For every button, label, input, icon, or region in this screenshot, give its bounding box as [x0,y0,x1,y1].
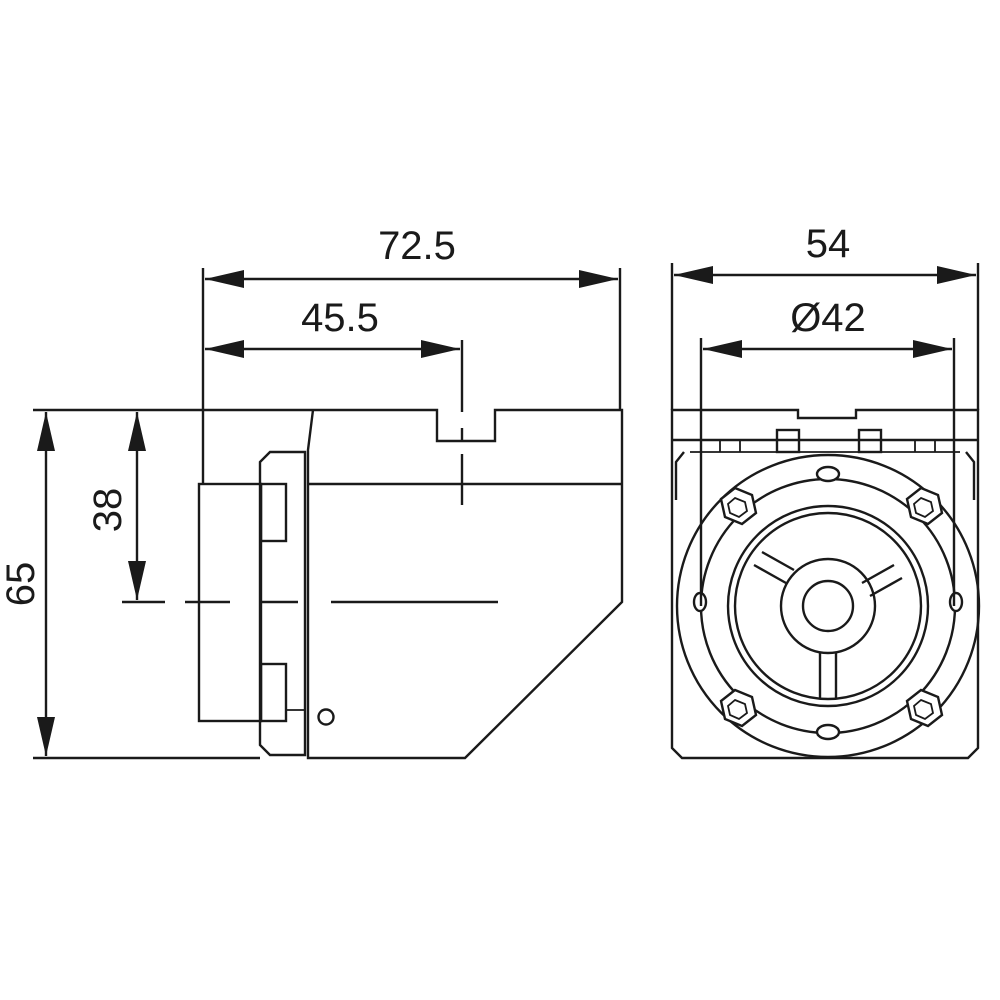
side-view-slot-upper [259,482,288,543]
front-view-outer-ring [675,453,981,759]
dim-label-54: 54 [806,222,851,266]
dim-label-72-5: 72.5 [378,224,456,268]
front-view-bolts [692,465,964,741]
front-view [670,408,981,760]
front-view-disc-inner [733,511,923,701]
dim-label-65: 65 [0,562,43,607]
front-view-hub [779,557,877,655]
front-view-bore [801,579,855,633]
front-view-dimensions: 54 Ø42 [670,222,980,606]
side-view [122,340,624,760]
dim-label-45-5: 45.5 [301,296,379,340]
side-view-small-hole [317,708,335,726]
front-view-disc [726,504,930,708]
dim-label-38: 38 [86,488,130,533]
front-view-tab-right [857,428,883,454]
front-view-tab-left [775,428,801,454]
dim-label-diameter-42: Ø42 [790,296,866,340]
front-view-spokes [753,550,903,698]
side-view-body-outline [203,408,624,760]
side-view-dimensions: 72.5 45.5 65 38 [0,224,622,760]
side-view-slot-lower [259,662,288,723]
side-view-bracket-plate [258,450,307,757]
